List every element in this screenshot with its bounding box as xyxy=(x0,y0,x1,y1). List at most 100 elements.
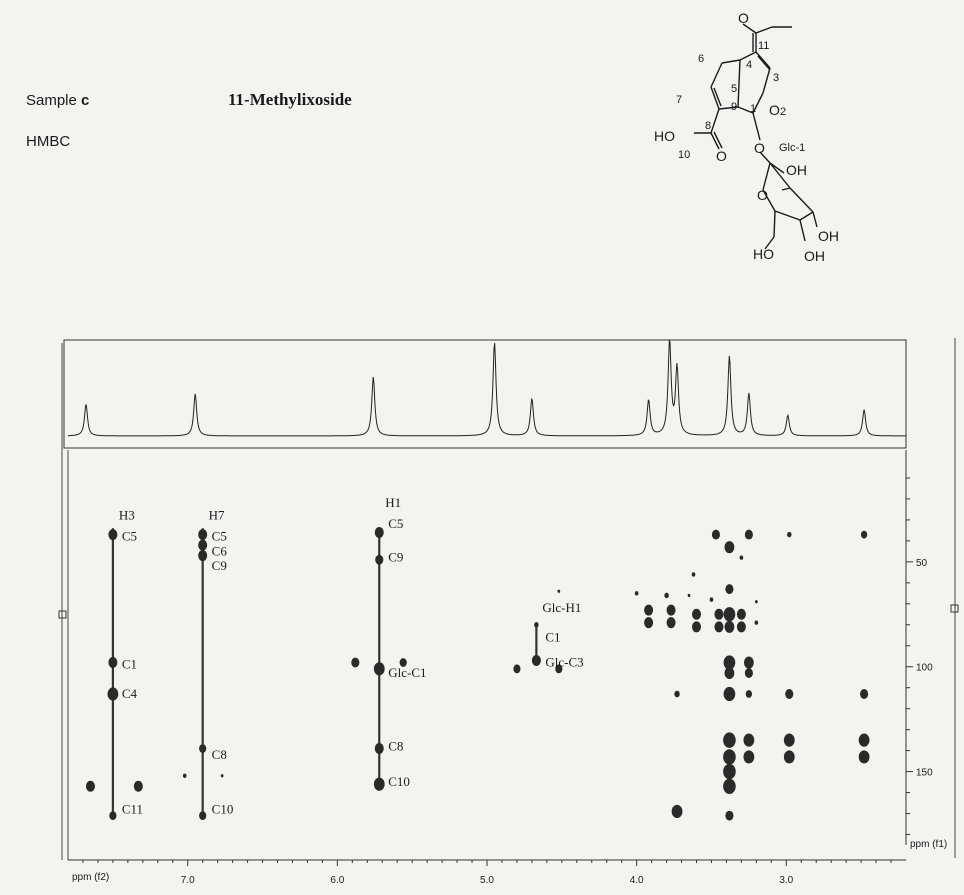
struct-c3: 3 xyxy=(773,72,779,84)
cross-peak xyxy=(399,658,407,667)
cross-peak xyxy=(534,622,539,628)
cross-peak xyxy=(513,664,521,674)
cross-peak xyxy=(373,777,385,791)
cross-peak xyxy=(634,591,639,596)
x-tick-label: 3.0 xyxy=(779,875,793,886)
peak-annotation: C8 xyxy=(388,738,403,753)
struct-c9: 9 xyxy=(731,101,737,113)
molecule-structure: O 11 4 3 6 5 7 9 1 O 2 8 HO 10 O Glc-1 O… xyxy=(654,10,839,264)
cross-peak xyxy=(374,527,384,539)
cross-peak xyxy=(220,774,224,778)
struct-c10: 10 xyxy=(678,149,690,161)
x-tick-label: 7.0 xyxy=(181,875,195,886)
cross-peak xyxy=(351,657,360,668)
cross-peak xyxy=(133,780,143,792)
cross-peak xyxy=(724,541,735,554)
y-tick-label: 100 xyxy=(916,663,933,674)
cross-peak xyxy=(785,689,794,699)
peak-annotation: Glc-C1 xyxy=(388,665,426,680)
struct-c1: 1 xyxy=(750,103,756,115)
x-tick-label: 4.0 xyxy=(630,875,644,886)
cross-peak xyxy=(723,763,736,780)
cross-peak xyxy=(108,657,118,669)
peak-annotation: C6 xyxy=(212,543,228,558)
struct-glc1: Glc-1 xyxy=(779,142,805,154)
cross-peak xyxy=(644,617,654,629)
cross-peak xyxy=(744,529,753,540)
cross-peak xyxy=(723,686,736,702)
cross-peak xyxy=(664,592,669,599)
cross-peak xyxy=(745,690,753,698)
struct-c11: 11 xyxy=(758,40,769,52)
peak-annotation: C8 xyxy=(212,747,227,762)
cross-peak xyxy=(860,689,869,699)
cross-peak xyxy=(714,621,724,633)
cross-peak xyxy=(739,555,744,560)
cross-peak xyxy=(107,687,119,701)
struct-o-carbonyl: O xyxy=(738,10,749,26)
cross-peak xyxy=(724,666,735,680)
struct-c7: 7 xyxy=(676,94,682,106)
track-label: H7 xyxy=(209,508,225,523)
cross-peak xyxy=(666,617,676,629)
cross-peak xyxy=(692,621,701,633)
cross-peak xyxy=(373,662,385,676)
cross-peak xyxy=(860,530,868,539)
struct-oh-4: OH xyxy=(804,248,825,264)
struct-ho-6: HO xyxy=(753,246,774,262)
right-handle[interactable] xyxy=(950,604,959,613)
cross-peak xyxy=(743,656,754,669)
struct-ho-acid: HO xyxy=(654,128,675,144)
peak-annotation: C5 xyxy=(388,516,403,531)
cross-peak xyxy=(743,750,755,764)
y-tick-label: 150 xyxy=(916,768,933,779)
cross-peak xyxy=(723,655,736,670)
x-tick-label: 5.0 xyxy=(480,875,494,886)
cross-peak xyxy=(783,733,795,747)
cross-peak xyxy=(754,620,759,625)
cross-peak xyxy=(199,811,207,821)
cross-peak xyxy=(687,593,691,598)
peak-annotation: C9 xyxy=(388,550,403,565)
cross-peak xyxy=(755,600,758,604)
cross-peak xyxy=(198,529,208,541)
track-label: H1 xyxy=(385,495,401,510)
cross-peak xyxy=(199,744,207,753)
cross-peak xyxy=(723,607,736,622)
x-axis-label: ppm (f2) xyxy=(72,872,109,883)
cross-peak xyxy=(692,608,701,620)
struct-o-ring: O xyxy=(757,187,768,203)
cross-peak xyxy=(783,750,795,764)
y-tick-label: 50 xyxy=(916,558,928,569)
experiment-label: HMBC xyxy=(26,133,71,150)
compound-title: 11-Methylixoside xyxy=(228,90,352,109)
cross-peak xyxy=(555,664,563,674)
struct-o-acid: O xyxy=(716,148,727,164)
struct-c6: 6 xyxy=(698,53,704,65)
cross-peak xyxy=(674,690,680,698)
cross-peak xyxy=(85,780,95,792)
left-handle[interactable] xyxy=(58,610,67,619)
struct-o-glyco: O xyxy=(754,140,765,156)
peak-annotation: C11 xyxy=(122,801,143,816)
cross-peak xyxy=(858,750,870,764)
track-label: Glc-H1 xyxy=(542,600,581,615)
struct-o2: O xyxy=(769,102,780,118)
cross-peak xyxy=(711,529,721,540)
peak-annotation: C1 xyxy=(122,657,137,672)
cross-peak xyxy=(709,597,714,602)
struct-c8: 8 xyxy=(705,120,711,132)
peak-annotation: C5 xyxy=(212,529,227,544)
cross-peak xyxy=(725,810,734,821)
cross-peak xyxy=(744,668,753,678)
cross-peak xyxy=(691,572,696,577)
struct-c5: 5 xyxy=(731,83,737,95)
cross-peak xyxy=(182,773,187,778)
cross-peak xyxy=(666,604,676,616)
peak-annotation: C10 xyxy=(212,801,234,816)
y-axis-ticks: 50 100 150 xyxy=(906,477,933,836)
cross-peak xyxy=(531,654,541,666)
